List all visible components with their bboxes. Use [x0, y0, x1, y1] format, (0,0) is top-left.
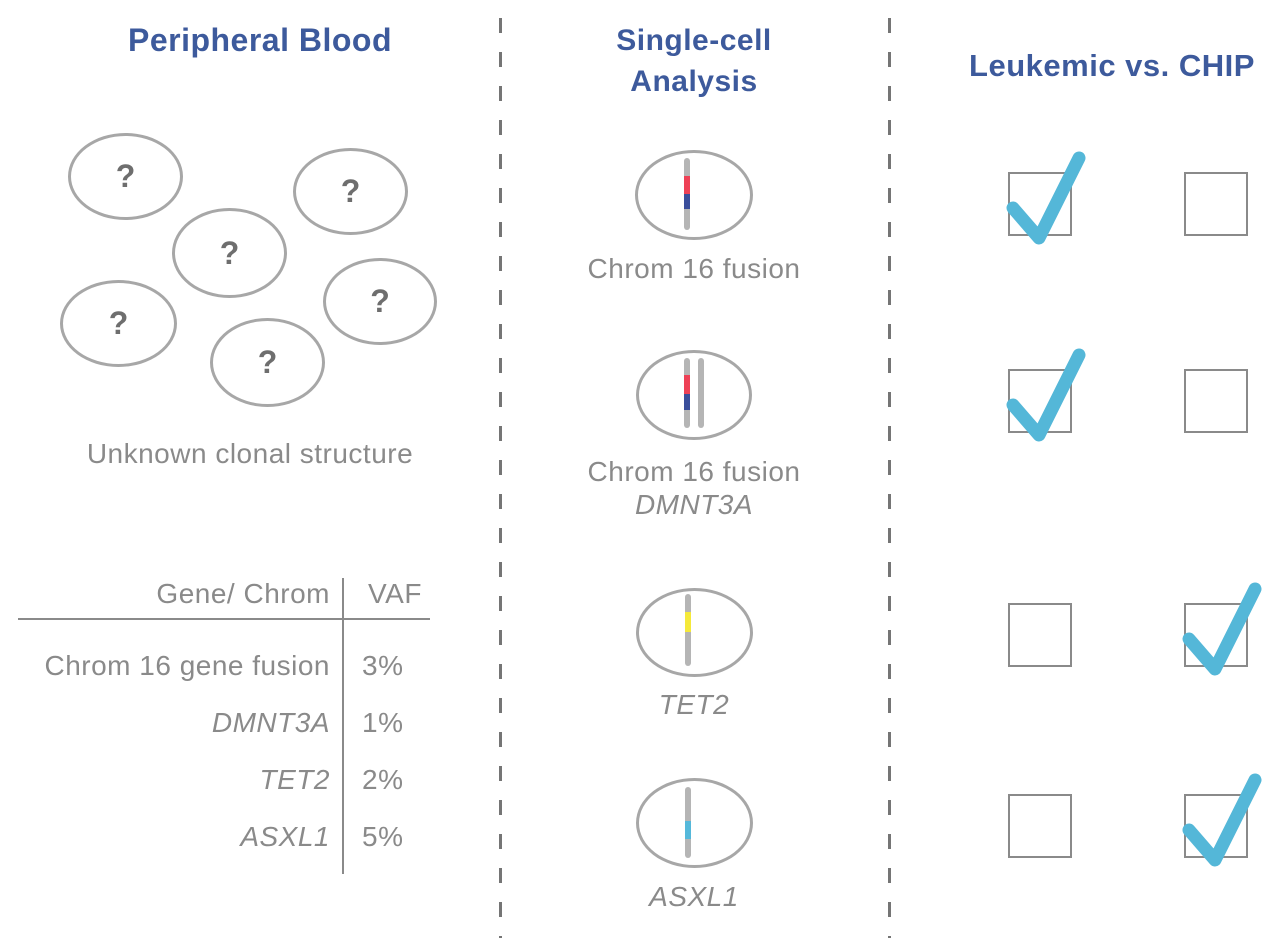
unknown-cell: ?	[323, 258, 437, 345]
table-vertical-rule	[342, 578, 344, 874]
unknown-cell: ?	[60, 280, 177, 367]
column-header-peripheral-blood: Peripheral Blood	[127, 22, 393, 58]
table-header-gene-chrom: Gene/ Chrom	[156, 578, 330, 609]
single-cell-title-line2: Analysis	[630, 65, 758, 98]
table-row-gene: TET2	[259, 764, 330, 795]
question-mark-label: ?	[340, 173, 361, 209]
table-row-vaf: 5%	[362, 821, 404, 852]
table-row-gene: DMNT3A	[211, 707, 330, 738]
table-row-vaf: 3%	[362, 650, 404, 681]
checkbox-chip-row2[interactable]	[1184, 369, 1248, 433]
unknown-clonal-caption: Unknown clonal structure	[86, 438, 414, 469]
asxl1-cyan-segment	[685, 821, 691, 839]
column-header-leukemic-chip: Leukemic vs. CHIP	[969, 48, 1255, 83]
question-mark-label: ?	[108, 305, 129, 341]
unknown-cell: ?	[68, 133, 183, 220]
checkbox-chip-row1[interactable]	[1184, 172, 1248, 236]
table-row-gene: Chrom 16 gene fusion	[44, 650, 330, 681]
question-mark-label: ?	[115, 158, 136, 194]
fusion-red-segment	[684, 375, 690, 394]
question-mark-label: ?	[257, 344, 278, 380]
column-header-single-cell: Single-cell Analysis	[574, 20, 814, 102]
table-row-vaf: 2%	[362, 764, 404, 795]
single-cell-chrom16-fusion-dmnt3a	[636, 350, 752, 440]
cell-label-asxl1: ASXL1	[649, 881, 739, 912]
chromosome-bar	[698, 358, 704, 428]
single-cell-tet2	[636, 588, 753, 677]
table-row-vaf: 1%	[362, 707, 404, 738]
unknown-cell: ?	[293, 148, 408, 235]
check-icon	[1182, 582, 1262, 676]
check-icon	[1006, 348, 1086, 442]
question-mark-label: ?	[370, 283, 390, 319]
single-cell-chrom16-fusion	[635, 150, 753, 240]
tet2-yellow-segment	[685, 612, 691, 632]
table-header-vaf: VAF	[368, 578, 422, 609]
fusion-navy-segment	[684, 194, 690, 209]
dashed-divider-left	[499, 18, 502, 938]
checkbox-leukemic-row1[interactable]	[1006, 151, 1086, 245]
checkbox-chip-row4[interactable]	[1182, 773, 1262, 867]
table-row-gene: ASXL1	[240, 821, 330, 852]
checkbox-chip-row3[interactable]	[1182, 582, 1262, 676]
single-cell-title-line1: Single-cell	[616, 24, 772, 57]
cell-label-chrom16-fusion: Chrom 16 fusion	[587, 456, 801, 487]
dashed-divider-right	[888, 18, 891, 938]
check-icon	[1182, 773, 1262, 867]
unknown-cell: ?	[210, 318, 325, 407]
question-mark-label: ?	[219, 234, 240, 271]
check-icon	[1006, 151, 1086, 245]
single-cell-asxl1	[636, 778, 753, 868]
chromosome-bar	[684, 158, 690, 230]
checkbox-leukemic-row3[interactable]	[1008, 603, 1072, 667]
fusion-navy-segment	[684, 394, 690, 410]
checkbox-leukemic-row2[interactable]	[1006, 348, 1086, 442]
cell-label-dmnt3a: DMNT3A	[634, 489, 754, 520]
cell-label-tet2: TET2	[658, 689, 730, 720]
checkbox-leukemic-row4[interactable]	[1008, 794, 1072, 858]
table-horizontal-rule	[18, 618, 430, 620]
chromosome-bar	[684, 358, 690, 428]
unknown-cell: ?	[172, 208, 287, 298]
cell-label-chrom16-fusion: Chrom 16 fusion	[587, 253, 801, 284]
chromosome-bar	[685, 787, 691, 858]
fusion-red-segment	[684, 176, 690, 194]
chromosome-bar	[685, 594, 691, 666]
